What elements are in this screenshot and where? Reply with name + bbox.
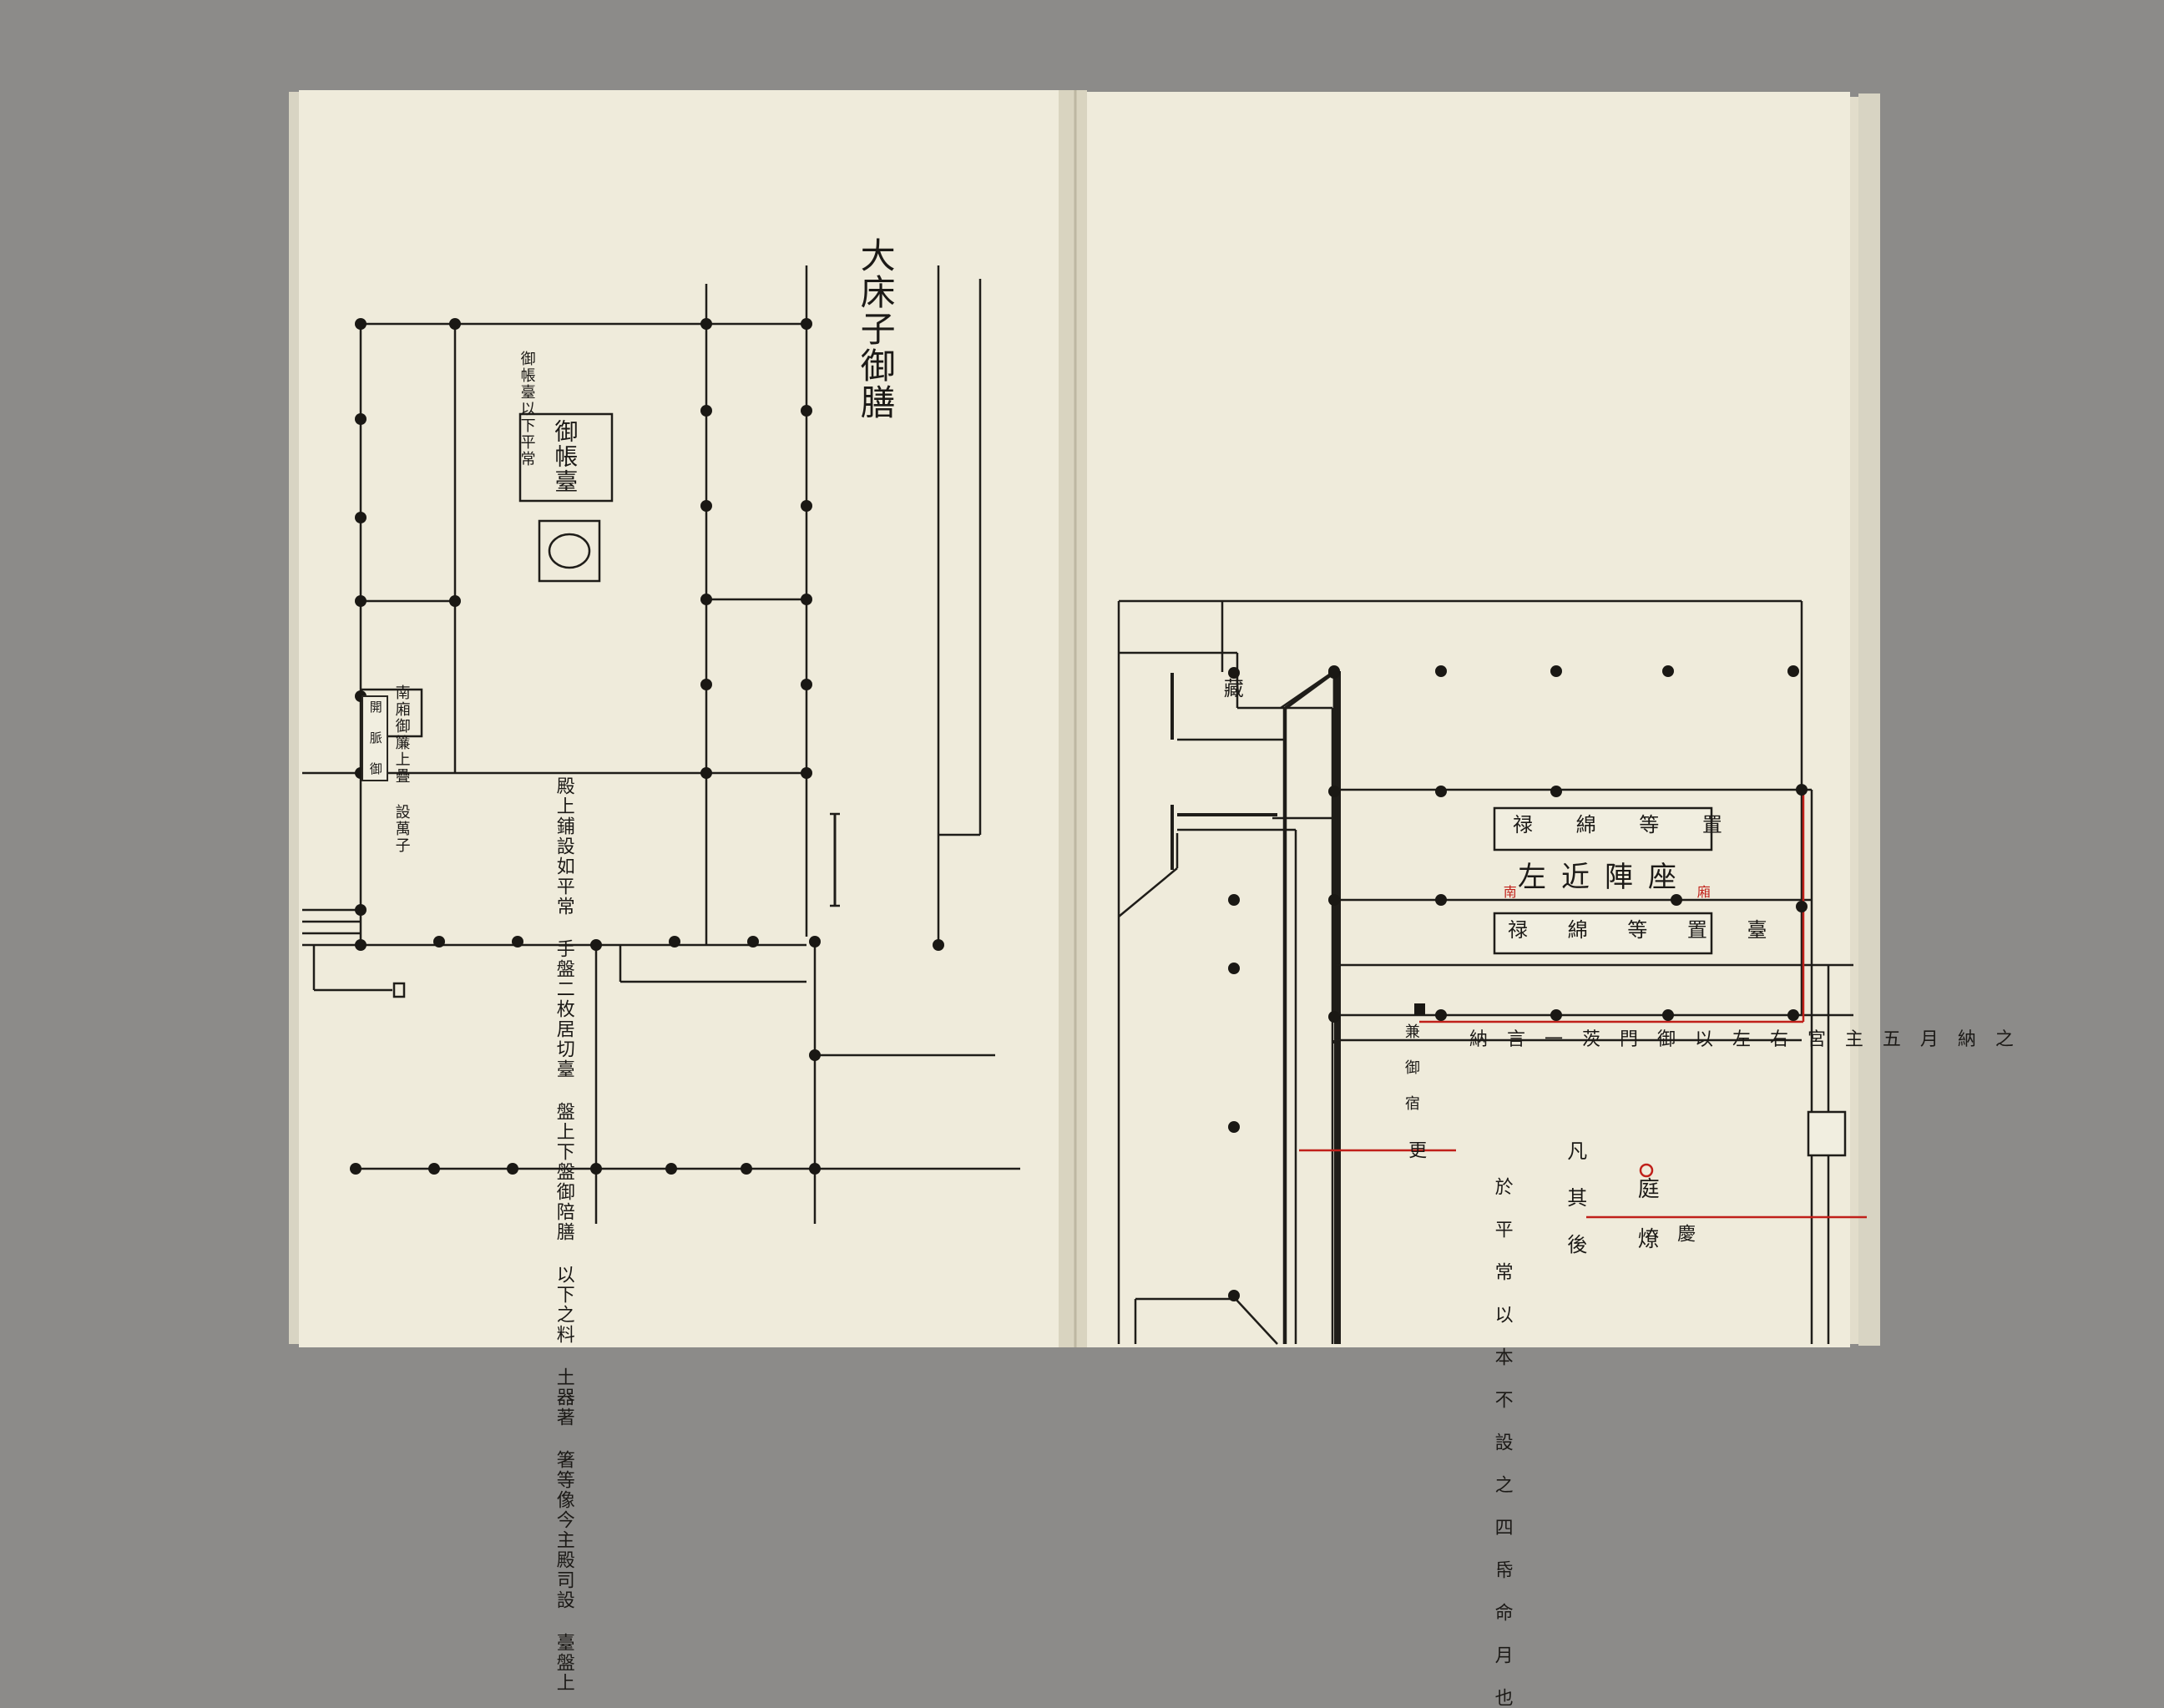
mark-1: 更: [1405, 1140, 1427, 1160]
den-note: 殿上鋪設如平常 手盤二枚居切臺 盤上下盤御陪膳 以下之料 土器著 箸等像今主殿司…: [553, 776, 574, 1693]
goshodai-note: 御帳臺以下平常: [518, 351, 536, 467]
mark-2: 慶: [1674, 1224, 1696, 1244]
hirashiki-label: 開 脈 御: [362, 695, 388, 781]
row-note: 納 言 一 茨 門 御 以 左 右 宮 主 五 月 納 之: [1469, 1029, 2020, 1050]
rokuyo-upper-label: 禄 綿 等 置: [1513, 813, 1741, 836]
right-pillar-dots: [1228, 665, 1808, 1301]
left-heading: 大床子御膳: [855, 237, 897, 421]
saigon-jin-label: 左近陣座: [1518, 861, 1691, 894]
rokuyo-lower-label: 禄 綿 等 置 臺: [1508, 918, 1784, 942]
left-pillar-dots: [350, 318, 944, 1175]
kura-label: 藏: [1220, 678, 1244, 700]
goshodai-label: 御帳臺: [551, 419, 579, 494]
right-page: [1079, 92, 1850, 1347]
gutter-shadow: [1059, 90, 1087, 1347]
long-note: 於 平 常 以 本 不 設 之 四 帋 命 月 也: [1491, 1177, 1513, 1708]
minami-note: 南廂御簾上疊 設萬子: [392, 685, 411, 854]
open-book-scan: 大床子御膳 御帳臺以下平常 御帳臺 開 脈 御 南廂御簾上疊 設萬子 殿上鋪設如…: [289, 90, 2020, 1708]
book-cover-right-edge: [1858, 93, 1880, 1346]
left-page: [299, 90, 1075, 1347]
ten-note: 凡 其 後: [1563, 1140, 1587, 1256]
right-page-floorplan: [1117, 599, 1853, 1345]
book-drawing: [289, 90, 1880, 1347]
red-small-label-2: 廂: [1694, 885, 1711, 900]
side-note-left: 兼 御 宿: [1402, 1023, 1420, 1112]
red-small-label-1: 南: [1500, 885, 1517, 900]
hitaki-label: 庭 燎: [1634, 1177, 1660, 1251]
